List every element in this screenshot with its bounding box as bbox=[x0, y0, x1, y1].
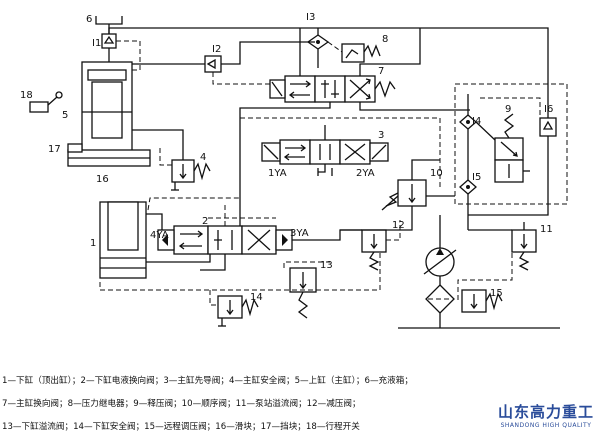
slide-block-16 bbox=[67, 149, 151, 167]
label-3: 3 bbox=[378, 130, 384, 141]
legend-line-2: 7—主缸换向阀；8—压力继电器；9—释压阀；10—顺序阀；11—泵站溢流阀；12… bbox=[2, 399, 361, 409]
hydraulic-circuit-diagram: 6 I1 5 18 17 16 4 I2 I3 8 7 3 1YA 2YA 10… bbox=[20, 12, 568, 329]
main-directional-valve-7 bbox=[269, 75, 396, 103]
label-2: 2 bbox=[202, 216, 208, 227]
legend-line-1: 1—下缸（顶出缸）；2—下缸电液换向阀；3—主缸先导阀；4—主缸安全阀；5—上缸… bbox=[2, 376, 413, 386]
label-I3: I3 bbox=[306, 12, 315, 23]
label-12: 12 bbox=[392, 220, 405, 231]
label-6: 6 bbox=[86, 14, 92, 25]
label-5: 5 bbox=[62, 110, 68, 121]
label-I4: I4 bbox=[472, 116, 481, 127]
logo-chinese: 山东高力重工 bbox=[497, 403, 594, 421]
legend-line-3: 13—下缸溢流阀；14—下缸安全阀；15—远程调压阀；16—滑块；17—挡块；1… bbox=[2, 422, 360, 432]
label-11: 11 bbox=[540, 224, 553, 235]
label-I5: I5 bbox=[472, 172, 481, 183]
label-4: 4 bbox=[200, 152, 206, 163]
sequence-valve-10 bbox=[381, 179, 427, 211]
label-8: 8 bbox=[382, 34, 388, 45]
lower-directional-valve-2 bbox=[157, 225, 293, 255]
label-14: 14 bbox=[250, 292, 263, 303]
lower-cylinder-1 bbox=[99, 201, 147, 279]
label-3YA: 3YA bbox=[290, 228, 309, 239]
label-I6: I6 bbox=[544, 104, 553, 115]
pressure-reducing-valve-12 bbox=[361, 229, 387, 271]
label-15: 15 bbox=[490, 288, 503, 299]
label-I1: I1 bbox=[92, 38, 101, 49]
logo-english: SHANDONG HIGH QUALITY bbox=[500, 422, 592, 429]
check-valve-I6 bbox=[539, 117, 557, 137]
stop-block-17 bbox=[67, 143, 83, 153]
label-13: 13 bbox=[320, 260, 333, 271]
label-16: 16 bbox=[96, 174, 109, 185]
label-4YA: 4YA bbox=[150, 230, 169, 241]
limit-switch-18 bbox=[29, 91, 63, 113]
label-18: 18 bbox=[20, 90, 33, 101]
main-pilot-valve-3 bbox=[261, 139, 389, 165]
label-9: 9 bbox=[505, 104, 511, 115]
lower-relief-valve-13 bbox=[289, 267, 317, 319]
pressure-release-valve-9 bbox=[494, 113, 530, 183]
company-logo: 山东高力重工 SHANDONG HIGH QUALITY bbox=[498, 401, 594, 429]
label-1YA: 1YA bbox=[268, 168, 287, 179]
lower-safety-valve-14 bbox=[217, 295, 259, 327]
hydraulic-pump bbox=[423, 247, 457, 277]
component-legend: 1—下缸（顶出缸）；2—下缸电液换向阀；3—主缸先导阀；4—主缸安全阀；5—上缸… bbox=[2, 370, 598, 439]
label-1: 1 bbox=[90, 238, 96, 249]
label-10: 10 bbox=[430, 168, 443, 179]
pressure-relay-8 bbox=[341, 43, 381, 63]
label-2YA: 2YA bbox=[356, 168, 375, 179]
check-valve-I1 bbox=[101, 33, 117, 62]
main-safety-valve-4 bbox=[171, 159, 211, 191]
label-17: 17 bbox=[48, 144, 61, 155]
label-I2: I2 bbox=[212, 44, 221, 55]
remote-regulating-valve-15 bbox=[461, 289, 503, 313]
check-valve-I2 bbox=[204, 55, 222, 73]
label-7: 7 bbox=[378, 66, 384, 77]
pump-relief-valve-11 bbox=[511, 229, 537, 271]
filter bbox=[425, 284, 455, 314]
upper-cylinder-5 bbox=[81, 61, 133, 155]
